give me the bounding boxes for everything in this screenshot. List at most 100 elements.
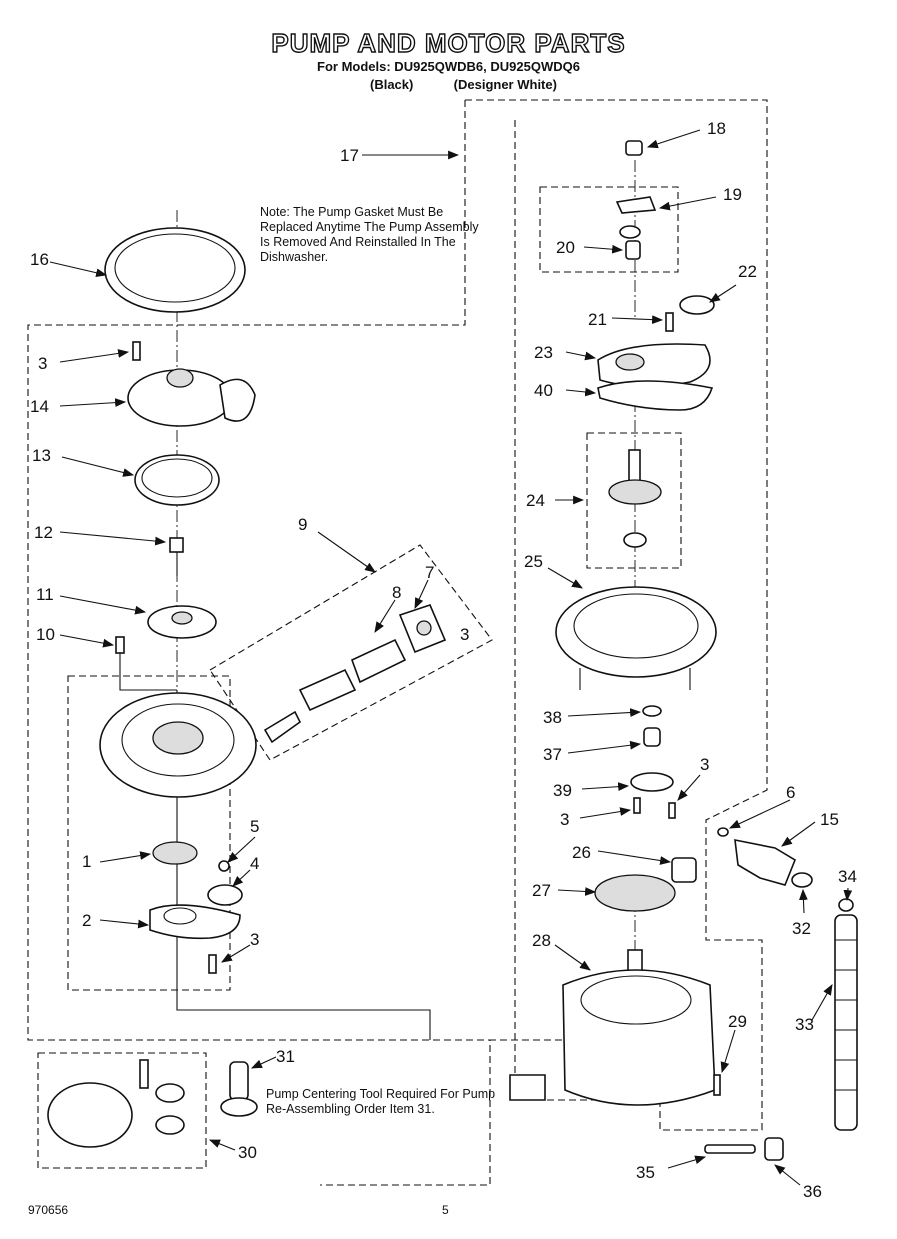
part-20-bushing — [625, 240, 641, 260]
callout-18: 18 — [707, 119, 726, 138]
callout-6: 6 — [786, 783, 795, 802]
part-24-shaft — [608, 449, 662, 548]
group-pump-housing-outline — [67, 675, 231, 991]
callout-2: 2 — [82, 911, 91, 930]
part-34-cap — [838, 898, 854, 912]
callout-40: 40 — [534, 381, 553, 400]
part-16-gasket — [104, 227, 246, 313]
callout-3-bottom: 3 — [250, 930, 259, 949]
part-11-impeller — [147, 605, 217, 639]
part-36-nut — [764, 1137, 784, 1161]
callout-21: 21 — [588, 310, 607, 329]
callout-3-right: 3 — [700, 755, 709, 774]
part-2-bracket — [149, 904, 241, 940]
part-9-assembly — [263, 638, 407, 744]
callout-31: 31 — [276, 1047, 295, 1066]
part-7-bracket — [398, 604, 447, 654]
callout-29: 29 — [728, 1012, 747, 1031]
part-3-screw-bottom — [208, 954, 217, 974]
callout-15: 15 — [820, 810, 839, 829]
part-30-kit — [47, 1059, 185, 1148]
callout-28: 28 — [532, 931, 551, 950]
leader-arrows — [49, 129, 853, 1186]
part-32-clamp — [791, 872, 813, 888]
part-39-bracket — [630, 772, 674, 792]
callout-10: 10 — [36, 625, 55, 644]
pump-housing — [99, 692, 257, 798]
callout-5: 5 — [250, 817, 259, 836]
page-number: 5 — [442, 1203, 449, 1217]
part-26-clip — [671, 857, 697, 883]
callout-20: 20 — [556, 238, 575, 257]
part-18-cap — [625, 140, 643, 156]
part-5-ball — [218, 860, 230, 872]
part-3-screw-top — [132, 341, 141, 361]
group-19-outline — [539, 186, 679, 273]
callout-17: 17 — [340, 146, 359, 165]
part-23-plate — [597, 343, 711, 388]
part-38-oring — [642, 705, 662, 717]
group-24-outline — [586, 432, 682, 569]
part-31-tool — [220, 1061, 258, 1117]
part-number: 970656 — [28, 1203, 69, 1217]
callout-23: 23 — [534, 343, 553, 362]
callout-37: 37 — [543, 745, 562, 764]
callout-25: 25 — [524, 552, 543, 571]
callout-16: 16 — [30, 250, 49, 269]
callout-14: 14 — [30, 397, 49, 416]
part-22-grommet — [679, 295, 715, 315]
part-13-ring — [134, 454, 220, 506]
part-37-valve — [643, 727, 661, 747]
part-27-disc — [594, 874, 676, 912]
callout-19: 19 — [723, 185, 742, 204]
part-19-clip — [615, 196, 657, 239]
page-title: PUMP AND MOTOR PARTS — [271, 27, 626, 58]
callout-8: 8 — [392, 583, 401, 602]
model-variants: (Black) (Designer White) — [0, 77, 897, 92]
part-14-cover — [127, 368, 256, 427]
centering-tool-note: Pump Centering Tool Required For Pump Re… — [266, 1087, 496, 1116]
callout-3-lower-right: 3 — [560, 810, 569, 829]
callout-11: 11 — [36, 585, 54, 604]
part-4-seal — [207, 884, 243, 906]
callout-7: 7 — [425, 563, 434, 582]
callout-12: 12 — [34, 523, 53, 542]
callout-1: 1 — [82, 852, 91, 871]
models-line: For Models: DU925QWDB6, DU925QWDQ6 — [317, 59, 580, 74]
callout-22: 22 — [738, 262, 757, 281]
part-25-housing — [555, 586, 717, 690]
part-35-pin — [704, 1144, 756, 1154]
callout-13: 13 — [32, 446, 51, 465]
part-10-screw — [115, 636, 125, 654]
callout-27: 27 — [532, 881, 551, 900]
part-40-gasket — [597, 380, 714, 411]
callout-3-mid: 3 — [460, 625, 469, 644]
part-33-hose — [834, 914, 858, 1131]
callout-4: 4 — [250, 854, 259, 873]
callout-24: 24 — [526, 491, 545, 510]
variant-white: (Designer White) — [453, 77, 557, 92]
part-6-seal — [717, 827, 729, 837]
callout-numbers: 16 17 3 14 13 12 11 10 9 8 7 3 1 2 5 4 3… — [30, 119, 857, 1201]
part-29-screw — [713, 1074, 721, 1096]
group-30-outline — [37, 1052, 207, 1169]
part-15-fitting — [734, 838, 796, 886]
part-12-bolt — [169, 537, 184, 576]
callout-35: 35 — [636, 1163, 655, 1182]
callout-30: 30 — [238, 1143, 257, 1162]
callout-3-top: 3 — [38, 354, 47, 373]
part-1-filter — [152, 841, 198, 865]
callout-39: 39 — [553, 781, 572, 800]
gasket-note: Note: The Pump Gasket Must Be Replaced A… — [260, 205, 479, 264]
part-3-screws-right — [633, 797, 676, 819]
callout-36: 36 — [803, 1182, 822, 1201]
callout-33: 33 — [795, 1015, 814, 1034]
callout-38: 38 — [543, 708, 562, 727]
part-28-motor — [509, 949, 716, 1106]
callout-34: 34 — [838, 867, 857, 886]
callout-26: 26 — [572, 843, 591, 862]
callout-32: 32 — [792, 919, 811, 938]
callout-9: 9 — [298, 515, 307, 534]
part-21-screw — [665, 312, 674, 332]
